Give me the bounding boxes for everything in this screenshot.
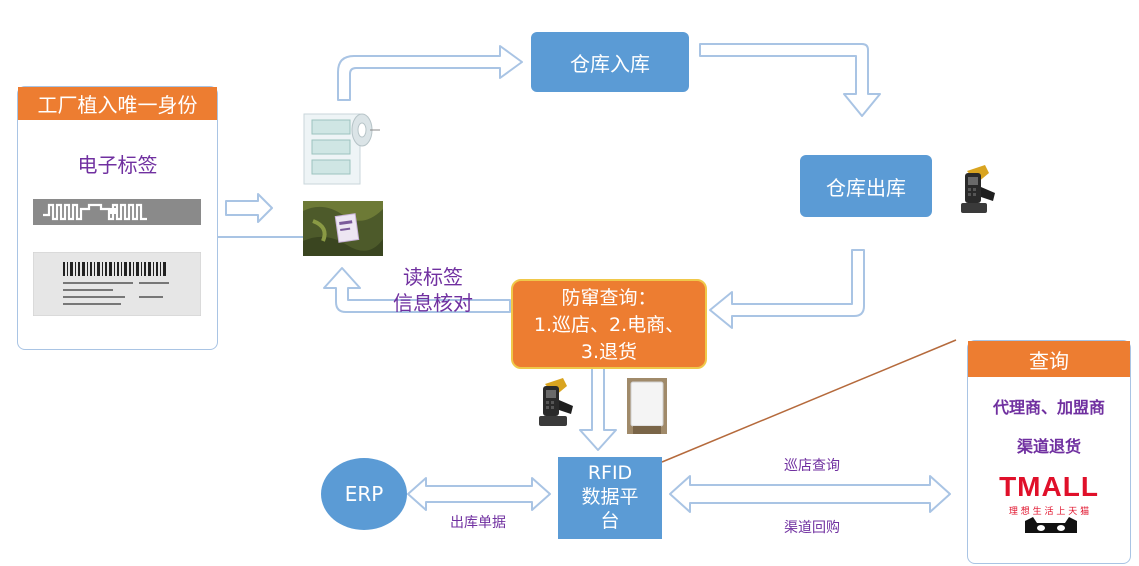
rfid-platform-line-3: 台 xyxy=(600,510,620,532)
query-line-channel-return: 渠道退货 xyxy=(1016,437,1081,456)
tmall-logo: TMALL xyxy=(999,471,1099,502)
store-query-label: 巡店查询 xyxy=(784,458,840,474)
anti-counterfeit-line-2: 1.巡店、2.电商、 xyxy=(533,314,685,336)
warehouse-in-box: 仓库入库 xyxy=(531,32,689,92)
query-line-agents: 代理商、加盟商 xyxy=(992,398,1105,417)
handheld-scanner-icon xyxy=(539,378,573,426)
factory-card: 工厂植入唯一身份 电子标签 xyxy=(17,86,218,350)
factory-card-header: 工厂植入唯一身份 xyxy=(18,87,217,120)
barcode-label-icon xyxy=(33,252,201,316)
query-card: 查询 代理商、加盟商 渠道退货 TMALL 理 想 生 活 上 天 猫 xyxy=(967,340,1131,564)
tag-label: 电子标签 xyxy=(77,153,158,177)
tmall-slogan: 理 想 生 活 上 天 猫 xyxy=(1008,507,1090,517)
channel-return-label: 渠道回购 xyxy=(784,520,840,536)
rfid-platform-line-2: 数据平 xyxy=(581,486,639,508)
bent-arrow-to-warehouse-out xyxy=(699,43,881,117)
read-tag-line-1: 读标签 xyxy=(403,265,463,289)
rfid-reader-device-icon xyxy=(627,378,667,434)
tagged-garment-photo xyxy=(303,201,383,256)
double-arrow-rfid-query xyxy=(669,475,951,513)
read-tag-label: 读标签 信息核对 xyxy=(380,264,486,316)
bent-arrow-to-anti-counterfeit xyxy=(709,249,865,329)
down-arrow-to-rfid-platform xyxy=(579,367,617,451)
tmall-cat-icon xyxy=(1025,517,1077,533)
curved-arrow-to-warehouse-in xyxy=(337,45,523,101)
anti-counterfeit-line-1: 防窜查询： xyxy=(561,287,657,309)
handheld-scanner-icon xyxy=(961,165,995,213)
anti-counterfeit-line-3: 3.退货 xyxy=(580,341,638,363)
tag-roll-icon xyxy=(303,113,380,185)
diagonal-link-line xyxy=(661,339,957,463)
rfid-tag-antenna-icon xyxy=(33,199,201,225)
curved-arrow-to-read-tag xyxy=(323,267,511,313)
double-arrow-erp-rfid xyxy=(407,477,551,511)
read-tag-line-2: 信息核对 xyxy=(393,291,473,315)
rfid-platform-line-1: RFID xyxy=(587,462,633,484)
erp-node: ERP xyxy=(321,458,407,530)
hollow-arrow-right xyxy=(225,193,273,223)
query-card-header: 查询 xyxy=(968,341,1130,377)
anti-counterfeit-query-box: 防窜查询： 1.巡店、2.电商、 3.退货 xyxy=(511,279,707,369)
outbound-doc-label: 出库单据 xyxy=(450,515,506,531)
warehouse-out-box: 仓库出库 xyxy=(800,155,932,217)
rfid-platform-box: RFID 数据平 台 xyxy=(558,457,662,539)
